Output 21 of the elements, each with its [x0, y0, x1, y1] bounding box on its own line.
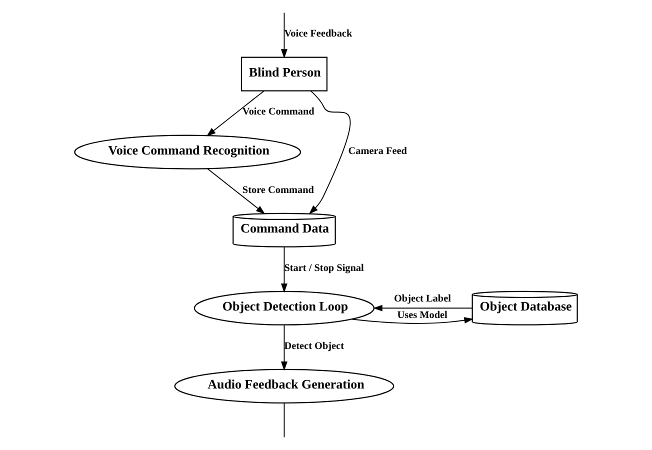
- edge-label: Object Label: [394, 293, 451, 304]
- edge-label: Camera Feed: [348, 146, 407, 157]
- connector: [284, 402, 285, 438]
- edge-label: Uses Model: [397, 310, 448, 322]
- arrow: [352, 317, 474, 324]
- arrow: [280, 324, 288, 371]
- arrow: [280, 12, 288, 58]
- node-ellipse: Voice Command Recognition: [74, 134, 302, 170]
- arrow: [206, 168, 266, 214]
- edge-label: Voice Feedback: [284, 28, 352, 40]
- node-ellipse: Object Detection Loop: [194, 290, 375, 326]
- node-box: Blind Person: [240, 56, 328, 92]
- edge-label: Voice Command: [242, 106, 314, 118]
- arrow: [373, 304, 473, 312]
- edge-label: Store Command: [242, 184, 314, 196]
- node-ellipse: Audio Feedback Generation: [174, 368, 394, 404]
- arrow: [206, 90, 264, 136]
- edge-label: Start / Stop Signal: [284, 262, 364, 274]
- edge-label: Detect Object: [284, 340, 344, 352]
- arrow: [280, 246, 288, 293]
- arrow: [308, 90, 351, 214]
